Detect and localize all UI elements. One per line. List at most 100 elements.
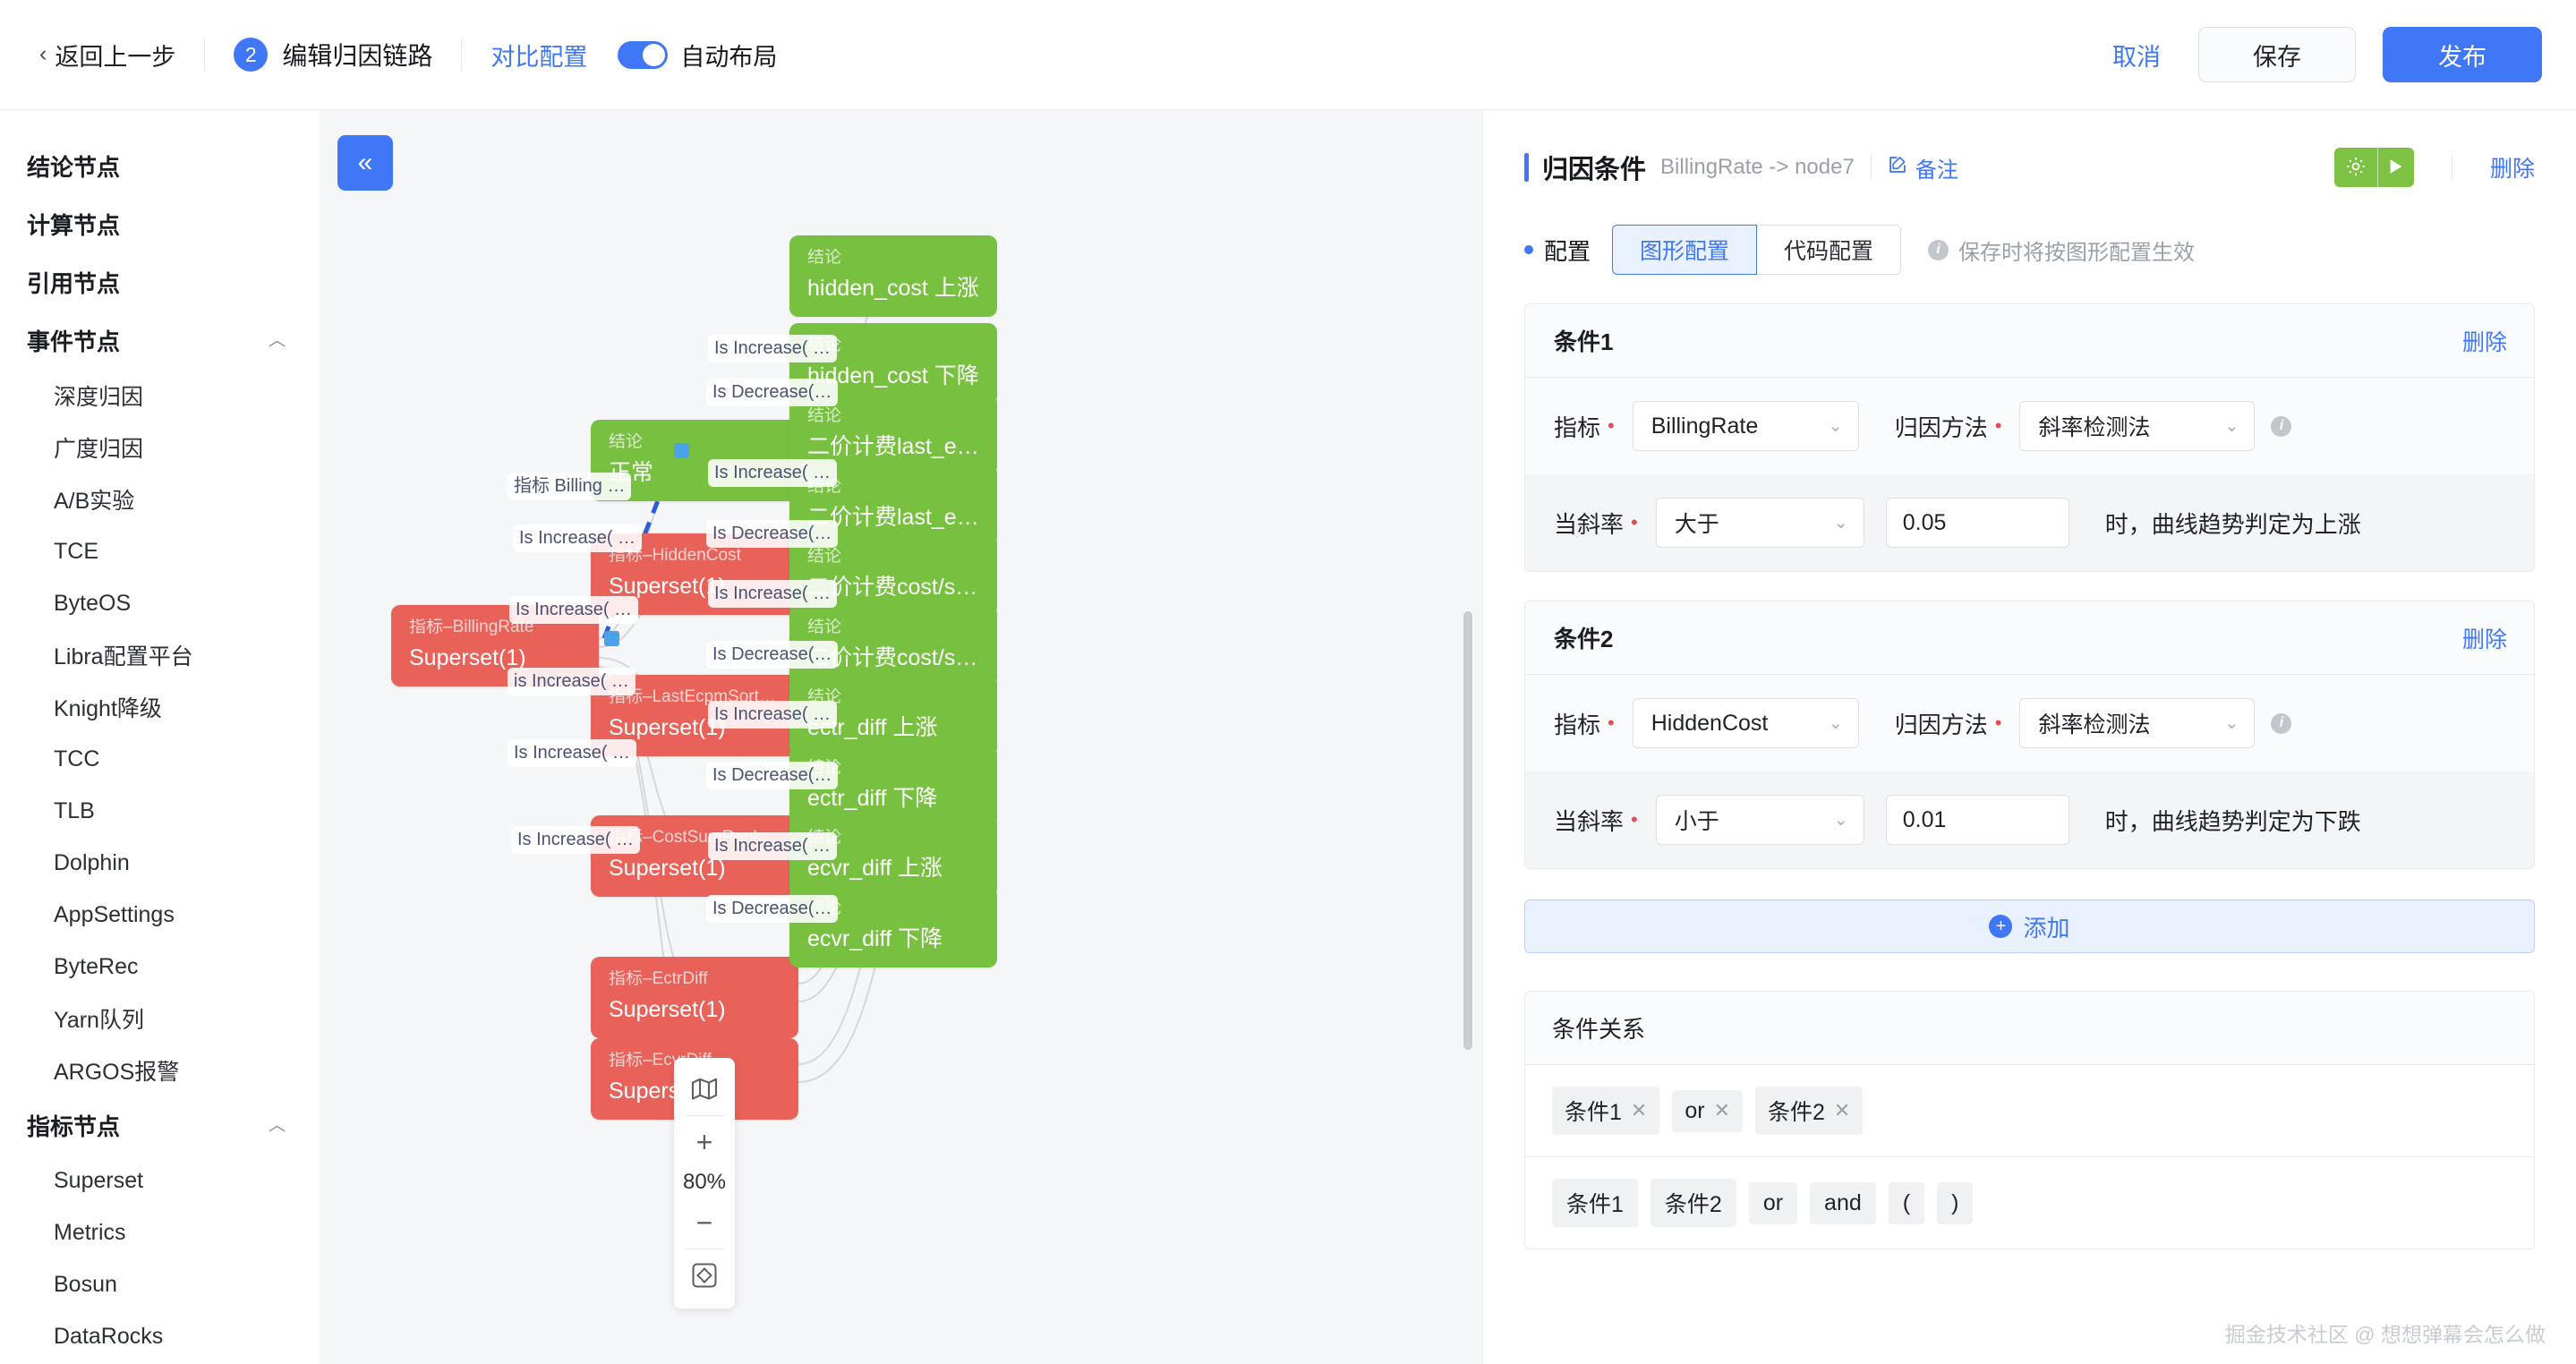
sidebar-group-3[interactable]: 事件节点︿ [0,311,320,370]
graph-node-title: hidden_cost 上涨 [807,275,979,301]
delete-node-button[interactable]: 删除 [2489,157,2535,182]
graph-edge-label[interactable]: Is Increase( … [708,580,838,608]
graph-edge-label[interactable]: Is Decrease(… [706,520,839,548]
close-icon[interactable]: ✕ [1713,1099,1731,1121]
method-select[interactable]: 斜率检测法 ⌄ [2019,401,2256,451]
sidebar-item-yarn[interactable]: Yarn队列 [54,1008,144,1033]
condition-title: 条件1 [1554,328,1614,355]
sidebar-group-0[interactable]: 结论节点 [0,137,320,195]
compare-config-link[interactable]: 对比配置 [490,43,588,71]
run-play-button[interactable] [2376,148,2414,187]
sidebar-item-tlb[interactable]: TLB [54,797,95,823]
sidebar-item-[interactable]: 广度归因 [54,437,144,462]
sidebar-item-superset[interactable]: Superset [54,1167,144,1193]
relation-palette-chip[interactable]: 条件2 [1650,1179,1736,1227]
relation-palette-chip[interactable]: 条件1 [1552,1179,1638,1227]
collapse-sidebar-button[interactable]: « [337,135,393,191]
add-condition-label: 添加 [2023,914,2070,942]
minimap-icon[interactable] [674,1067,735,1112]
graph-edge-label[interactable]: Is Increase( … [708,701,838,729]
sidebar-item-datarocks[interactable]: DataRocks [54,1323,164,1349]
debug-run-button[interactable] [2333,148,2377,187]
graph-edge-label[interactable]: is Increase( … [508,668,635,695]
tab-code-config[interactable]: 代码配置 [1757,225,1902,275]
close-icon[interactable]: ✕ [1630,1099,1648,1121]
close-icon[interactable]: ✕ [1833,1099,1851,1121]
sidebar-item-byterec[interactable]: ByteRec [54,953,139,979]
save-button[interactable]: 保存 [2198,27,2356,82]
add-condition-button[interactable]: + 添加 [1524,899,2535,953]
sidebar-item-a-b[interactable]: A/B实验 [54,489,135,514]
note-button[interactable]: 备注 [1888,152,1958,183]
graph-node-kind: 结论 [807,618,842,636]
zoom-out-button[interactable]: − [674,1200,735,1245]
edge-anchor-handle[interactable] [674,443,689,458]
graph-edge-label[interactable]: Is Decrease(… [706,379,839,406]
required-marker: • [1994,414,2002,437]
sidebar-group-2[interactable]: 引用节点 [0,253,320,311]
graph-edge-label[interactable]: Is Decrease(… [706,895,839,923]
graph-edge-label[interactable]: Is Decrease(… [706,762,839,789]
graph-edge-label[interactable]: Is Increase( … [708,335,838,362]
method-info-icon[interactable]: i [2271,415,2292,437]
condition-relation-expression[interactable]: 条件1✕ or✕ 条件2✕ [1525,1065,2534,1156]
operator-select[interactable]: 大于 ⌄ [1655,498,1864,548]
zoom-in-button[interactable]: + [674,1120,735,1164]
graph-node-kind: 结论 [807,548,842,566]
sidebar-group-1[interactable]: 计算节点 [0,195,320,253]
toolbar-left-group: ‹ 返回上一步 2 编辑归因链路 对比配置 自动布局 [39,37,777,72]
sidebar-item-appsettings[interactable]: AppSettings [54,901,175,927]
sidebar-item-knight[interactable]: Knight降级 [54,696,162,721]
metric-select[interactable]: BillingRate ⌄ [1632,401,1859,451]
relation-palette-chip[interactable]: ) [1937,1181,1974,1224]
sidebar-item-libra[interactable]: Libra配置平台 [54,644,193,669]
sidebar-group-4[interactable]: 指标节点︿ [0,1096,320,1155]
tab-graphical-config[interactable]: 图形配置 [1612,225,1758,275]
relation-palette-chip[interactable]: or [1748,1181,1798,1224]
slope-label-text: 当斜率 [1554,807,1625,835]
sidebar-item-dolphin[interactable]: Dolphin [54,849,130,875]
sidebar-group-label: 引用节点 [27,270,121,297]
sidebar-item-argos[interactable]: ARGOS报警 [54,1060,180,1085]
sidebar-item-metrics[interactable]: Metrics [54,1219,126,1245]
graph-edge-label[interactable]: Is Increase( … [708,459,838,487]
graph-edge-label[interactable]: Is Increase( … [508,739,637,767]
threshold-input[interactable] [1885,498,2069,548]
graph-edge-label[interactable]: Is Increase( … [708,832,838,860]
condition-delete-button[interactable]: 删除 [2461,329,2507,355]
method-info-icon[interactable]: i [2271,712,2292,734]
publish-button[interactable]: 发布 [2383,27,2542,82]
metric-select[interactable]: HiddenCost ⌄ [1632,698,1859,748]
relation-palette-chip[interactable]: and [1810,1181,1876,1224]
sidebar-item-tcc[interactable]: TCC [54,746,100,772]
relation-palette-chip[interactable]: ( [1888,1181,1925,1224]
graph-edge-label[interactable]: Is Increase( … [509,596,639,624]
sidebar-item-byteos[interactable]: ByteOS [54,590,132,616]
graph-edge-label[interactable]: Is Increase( … [513,524,643,552]
graph-edge-label[interactable]: Is Decrease(… [706,641,839,669]
page-title: 编辑归因链路 [282,42,433,70]
relation-token-chip[interactable]: 条件1✕ [1552,1087,1660,1135]
edge-anchor-handle[interactable] [604,631,619,646]
cancel-button[interactable]: 取消 [2102,38,2171,72]
auto-layout-toggle[interactable] [618,40,669,69]
condition-delete-button[interactable]: 删除 [2461,627,2507,652]
graph-edge-label[interactable]: Is Increase( … [511,826,641,854]
play-icon [2389,158,2403,177]
method-select[interactable]: 斜率检测法 ⌄ [2019,698,2256,748]
sidebar-item-tce[interactable]: TCE [54,538,98,564]
relation-token-chip[interactable]: or✕ [1672,1089,1744,1132]
sidebar-item-[interactable]: 深度归因 [54,385,144,410]
operator-select[interactable]: 小于 ⌄ [1655,795,1864,845]
sidebar-item-bosun[interactable]: Bosun [54,1271,117,1297]
threshold-input[interactable] [1885,795,2069,845]
fit-to-screen-icon[interactable] [674,1253,735,1298]
graph-edge-label[interactable]: 指标 Billing … [508,473,632,500]
canvas-vertical-scrollbar[interactable] [1463,611,1472,1050]
relation-token-chip[interactable]: 条件2✕ [1755,1087,1864,1135]
back-button[interactable]: ‹ 返回上一步 [39,38,175,72]
